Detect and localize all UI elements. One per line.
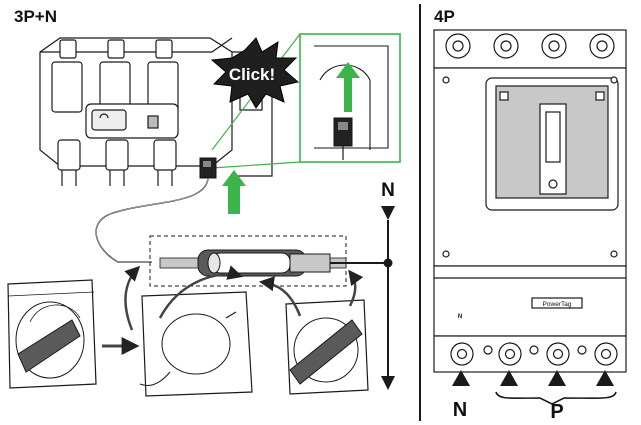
neutral-mark-small: N [458, 314, 462, 320]
phase-label: P [550, 401, 563, 423]
connector-main [199, 157, 246, 214]
breaker-3p-illustration [39, 37, 273, 186]
curved-arrow-right [348, 269, 364, 307]
arrow-phase-terminal-2 [548, 370, 566, 386]
arrow-neutral-terminal [452, 370, 470, 386]
curved-arrow-middle-right [259, 276, 302, 317]
panel-title-3pn: 3P+N [14, 7, 57, 26]
neutral-label-left: N [381, 180, 395, 201]
sensor-detail-box [149, 235, 347, 287]
neutral-label-right: N [453, 399, 467, 421]
packaging-bag-crossed [285, 299, 369, 395]
panel-4p: 4P [433, 7, 627, 423]
phase-bracket [495, 391, 617, 405]
connector-zoom-inset [211, 33, 401, 169]
sensor-cable [95, 177, 209, 263]
click-starburst: Click! [210, 37, 300, 109]
arrow-phase-terminal-1 [500, 370, 518, 386]
packaging-bag-unopened [7, 279, 97, 389]
packaging-bag-opened [139, 291, 253, 397]
powertag-label: PowerTag [543, 301, 572, 308]
click-label: Click! [229, 65, 275, 84]
panel-title-4p: 4P [434, 7, 455, 26]
panel-3p-n: 3P+N [7, 7, 401, 397]
neutral-line: N [330, 180, 395, 390]
breaker-4p-illustration [433, 29, 627, 373]
arrow-phase-terminal-3 [596, 370, 614, 386]
curved-arrow-left [124, 265, 141, 331]
curved-arrow-middle-up [158, 265, 243, 319]
